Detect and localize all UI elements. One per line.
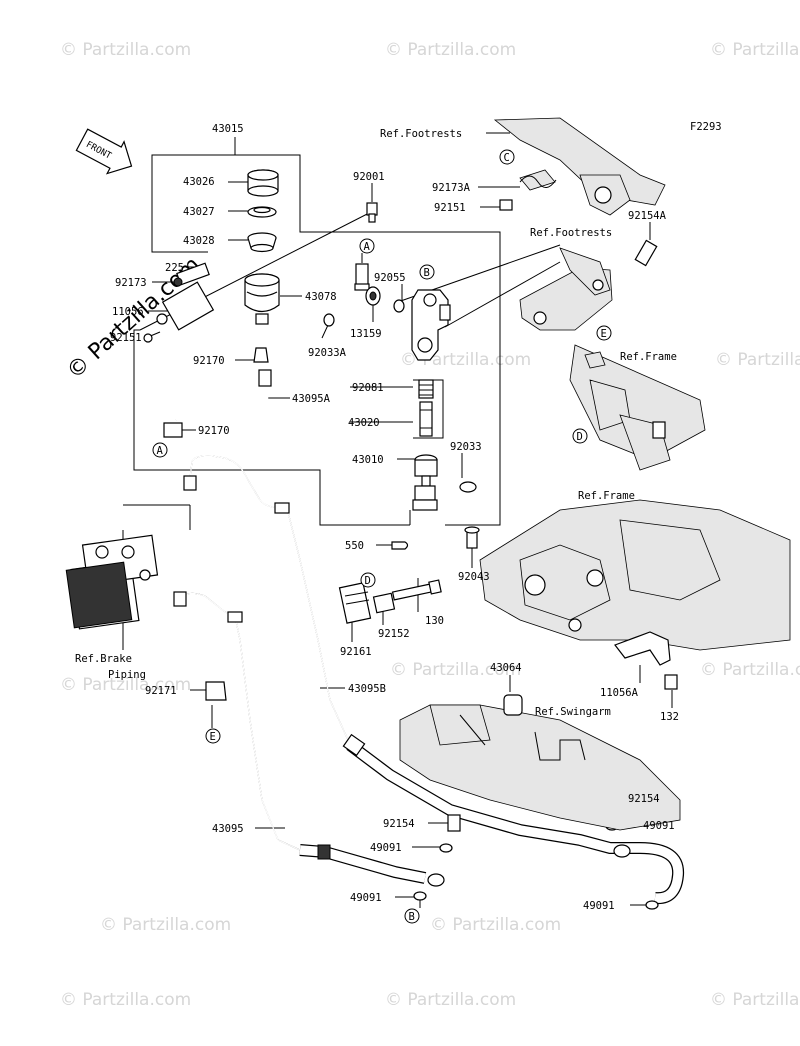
callout-92161: 92161 [340,646,372,658]
svg-text:E: E [210,731,216,743]
ref-brake: Ref.Brake [75,653,132,665]
ref-frame: Ref.Frame [620,351,677,363]
marker-a: A [359,238,375,254]
callout-49091: 49091 [370,842,402,854]
svg-text:D: D [577,431,583,443]
ref-swingarm: Ref.Swingarm [535,706,611,718]
ref-frame-2: Ref.Frame [578,490,635,502]
callout-92043: 92043 [458,571,490,583]
reservoir-assembly [143,169,378,438]
callout-43078: 43078 [305,291,337,303]
callout-92154: 92154 [383,818,415,830]
callout-43020: 43020 [348,417,380,429]
callout-550: 550 [345,540,364,552]
callout-49091-b: 49091 [350,892,382,904]
callout-43064: 43064 [490,662,522,674]
callout-92152: 92152 [378,628,410,640]
callout-92081: 92081 [352,382,384,394]
callout-43027: 43027 [183,206,215,218]
marker-e: E [205,728,221,744]
watermark: © Partzilla.com [60,40,191,60]
callout-92055: 92055 [374,272,406,284]
figure-code: F2293 [690,121,722,133]
ref-footrests-2: Ref.Footrests [530,227,612,239]
callout-43010: 43010 [352,454,384,466]
marker-a: A [152,442,168,458]
marker-d: D [572,428,588,444]
reference-structures [399,117,791,831]
callout-92154A: 92154A [628,210,667,222]
svg-text:A: A [157,445,164,457]
callout-92170-lower: 92170 [198,425,230,437]
marker-e: E [596,325,612,341]
svg-text:E: E [601,328,607,340]
callout-11056A: 11056A [600,687,639,699]
watermark: © Partzilla.com [100,915,231,935]
ref-footrests: Ref.Footrests [380,128,462,140]
bracket-parts [338,579,442,624]
brake-lines [65,455,685,910]
callout-92033A: 92033A [308,347,347,359]
callout-225: 225 [165,262,184,274]
svg-text:B: B [409,911,415,923]
callout-92151-right: 92151 [434,202,466,214]
master-cylinder [323,263,480,550]
marker-b: B [404,908,420,924]
svg-text:D: D [365,575,371,587]
svg-text:C: C [504,152,510,164]
callout-43095A: 43095A [292,393,331,405]
callout-49091-right-b: 49091 [583,900,615,912]
callout-92171: 92171 [145,685,177,697]
callout-92170: 92170 [193,355,225,367]
callout-92151: 92151 [110,332,142,344]
front-arrow: FRONT [75,128,133,175]
watermark: © Partzilla.com [60,990,191,1010]
callout-43028: 43028 [183,235,215,247]
marker-b: B [419,264,435,280]
callout-92033: 92033 [450,441,482,453]
svg-text:B: B [424,267,430,279]
watermark: © Partzilla.com [430,915,561,935]
callout-43026: 43026 [183,176,215,188]
callout-132: 132 [660,711,679,723]
callout-43095B: 43095B [348,683,386,695]
ref-brake-piping: Piping [108,669,146,681]
callout-43095: 43095 [212,823,244,835]
watermark: © Partzilla.com [60,675,191,695]
callout-130: 130 [425,615,444,627]
marker-c: C [499,149,515,165]
callout-92001: 92001 [353,171,385,183]
watermark: © Partzilla.com [710,40,800,60]
callout-92173: 92173 [115,277,147,289]
marker-d: D [360,572,376,588]
watermark: © Partzilla.com [385,990,516,1010]
watermark: © Partzilla.com [715,350,800,370]
watermark: © Partzilla.com [700,660,800,680]
callout-49091-right: 49091 [643,820,675,832]
abs-unit [65,534,159,630]
svg-text:A: A [364,241,371,253]
callout-13159: 13159 [350,328,382,340]
watermark: © Partzilla.com [385,40,516,60]
watermark: © Partzilla.com [710,990,800,1010]
markers: A A B B C D D E E [152,149,612,924]
watermark: © Partzilla.com [390,660,521,680]
callout-92154-right: 92154 [628,793,660,805]
callout-43015: 43015 [212,123,244,135]
callout-11056: 11056 [112,306,144,318]
callouts: 43015 43026 43027 43028 225 92173 11056 … [75,123,679,912]
callout-92173A: 92173A [432,182,471,194]
